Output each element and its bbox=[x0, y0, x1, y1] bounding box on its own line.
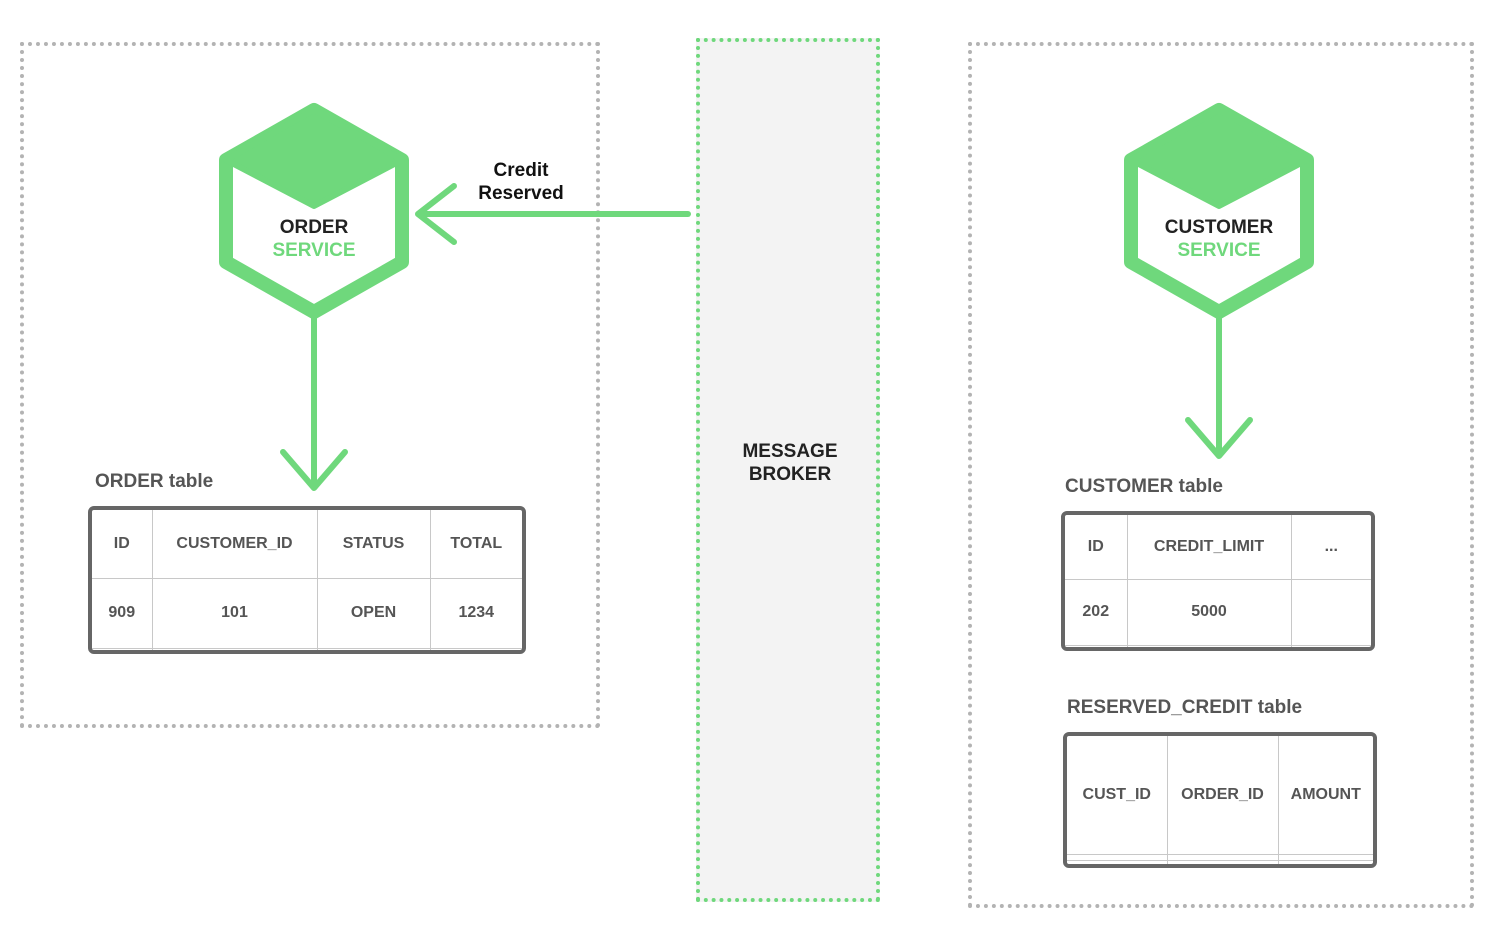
table-row bbox=[1067, 860, 1373, 864]
customer-service-hexagon-icon bbox=[1124, 103, 1314, 319]
table-row: 202 5000 bbox=[1065, 579, 1371, 646]
table-cell bbox=[152, 648, 318, 650]
customer-table-title: CUSTOMER table bbox=[1065, 476, 1224, 497]
table-header-row: CUST_ID ORDER_ID AMOUNT bbox=[1067, 736, 1373, 855]
reserved-credit-table: CUST_ID ORDER_ID AMOUNT bbox=[1063, 732, 1377, 868]
broker-label-line1: MESSAGE bbox=[742, 441, 838, 462]
customer-to-table-arrow-icon bbox=[1185, 309, 1253, 459]
customer-service-label: CUSTOMER SERVICE bbox=[1129, 216, 1309, 262]
table-row: 909 101 OPEN 1234 bbox=[92, 578, 522, 649]
table-header-row: ID CREDIT_LIMIT ... bbox=[1065, 515, 1371, 580]
table-cell: 101 bbox=[152, 578, 318, 649]
customer-service-suffix: SERVICE bbox=[1177, 240, 1261, 261]
table-cell bbox=[1067, 860, 1168, 864]
message-broker bbox=[696, 38, 880, 902]
table-header-cell: TOTAL bbox=[430, 510, 522, 579]
broker-label-line2: BROKER bbox=[748, 464, 832, 485]
table-row bbox=[1065, 645, 1371, 647]
order-table-title: ORDER table bbox=[95, 471, 214, 492]
table-cell bbox=[1291, 645, 1371, 647]
table-header-cell: ORDER_ID bbox=[1167, 736, 1279, 855]
table-header-cell: STATUS bbox=[317, 510, 431, 579]
event-label-line1: Credit bbox=[493, 160, 549, 181]
table-cell: 909 bbox=[92, 578, 153, 649]
table-cell: 202 bbox=[1065, 579, 1128, 646]
table-row bbox=[92, 648, 522, 650]
order-table: ID CUSTOMER_ID STATUS TOTAL 909 101 OPEN… bbox=[88, 506, 526, 654]
table-cell bbox=[1167, 860, 1279, 864]
order-to-table-arrow-icon bbox=[280, 309, 348, 491]
table-cell bbox=[317, 648, 431, 650]
table-header-cell: ID bbox=[92, 510, 153, 579]
table-cell bbox=[1065, 645, 1128, 647]
table-cell bbox=[430, 648, 522, 650]
table-cell bbox=[1291, 579, 1371, 646]
credit-reserved-event-label: Credit Reserved bbox=[456, 159, 586, 205]
table-header-cell: CUSTOMER_ID bbox=[152, 510, 318, 579]
table-cell bbox=[1127, 645, 1292, 647]
customer-table: ID CREDIT_LIMIT ... 202 5000 bbox=[1061, 511, 1375, 651]
order-service-hexagon-icon bbox=[219, 103, 409, 319]
credit-reserved-arrow-icon bbox=[415, 183, 691, 245]
table-header-cell: CREDIT_LIMIT bbox=[1127, 515, 1292, 580]
table-header-cell: CUST_ID bbox=[1067, 736, 1168, 855]
table-cell: 1234 bbox=[430, 578, 522, 649]
reserved-credit-table-title: RESERVED_CREDIT table bbox=[1067, 697, 1303, 718]
message-broker-label: MESSAGE BROKER bbox=[710, 440, 870, 486]
order-service-name: ORDER bbox=[279, 217, 349, 238]
order-service-label: ORDER SERVICE bbox=[224, 216, 404, 262]
table-header-row: ID CUSTOMER_ID STATUS TOTAL bbox=[92, 510, 522, 579]
table-cell bbox=[92, 648, 153, 650]
event-label-line2: Reserved bbox=[478, 183, 564, 204]
order-service-boundary bbox=[20, 42, 600, 728]
table-header-cell: AMOUNT bbox=[1278, 736, 1373, 855]
table-row bbox=[1067, 854, 1373, 862]
customer-service-name: CUSTOMER bbox=[1164, 217, 1274, 238]
table-header-cell: ID bbox=[1065, 515, 1128, 580]
table-cell bbox=[1278, 861, 1373, 864]
table-cell bbox=[1167, 854, 1279, 862]
order-service-suffix: SERVICE bbox=[272, 240, 356, 261]
table-header-cell: ... bbox=[1291, 515, 1371, 580]
customer-service-boundary bbox=[968, 42, 1474, 908]
table-cell bbox=[1067, 854, 1168, 862]
table-cell bbox=[1278, 854, 1373, 862]
table-cell: 5000 bbox=[1127, 579, 1292, 646]
table-cell: OPEN bbox=[317, 578, 431, 649]
